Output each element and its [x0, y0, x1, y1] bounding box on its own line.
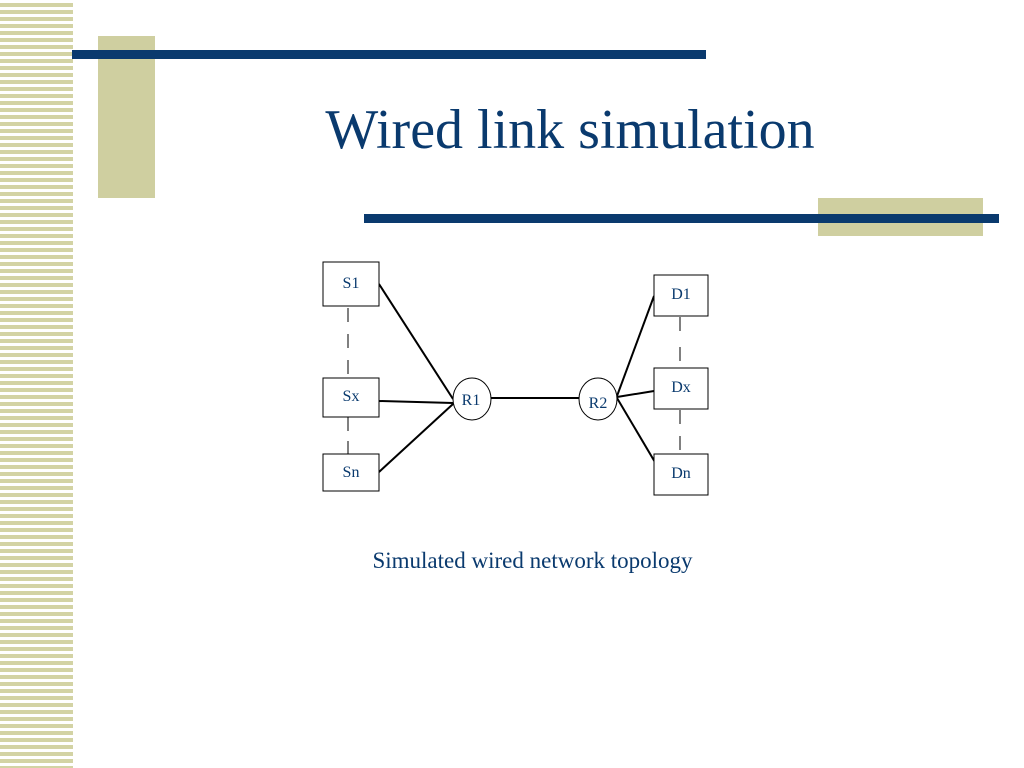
node-dx-label: Dx [671, 379, 691, 396]
slide-title: Wired link simulation [325, 99, 815, 161]
link-sx-r1 [378, 400, 454, 404]
node-r1-label: R1 [462, 392, 481, 409]
title-rule-bottom [364, 214, 999, 223]
link-r2-d1 [616, 295, 655, 397]
node-r2-label: R2 [589, 395, 608, 412]
decorative-stripe-band [0, 0, 73, 768]
node-r1: R1 [452, 377, 492, 421]
node-d1-label: D1 [671, 286, 691, 303]
node-sn: Sn [322, 453, 380, 492]
diagram-caption: Simulated wired network topology [372, 548, 693, 573]
node-sx-label: Sx [343, 388, 360, 405]
link-r2-dx [616, 390, 655, 398]
node-sn-label: Sn [343, 464, 360, 481]
node-dx: Dx [653, 367, 709, 410]
link-s1-r1 [378, 283, 454, 400]
link-sn-r1 [378, 403, 454, 473]
node-s1-label: S1 [343, 275, 360, 292]
node-d1: D1 [653, 274, 709, 317]
node-r2: R2 [578, 377, 618, 421]
title-rule-top [72, 50, 706, 59]
accent-block-left [98, 36, 155, 198]
node-s1: S1 [322, 261, 380, 307]
node-dn: Dn [653, 453, 709, 496]
node-sx: Sx [322, 377, 380, 418]
node-dn-label: Dn [671, 465, 691, 482]
